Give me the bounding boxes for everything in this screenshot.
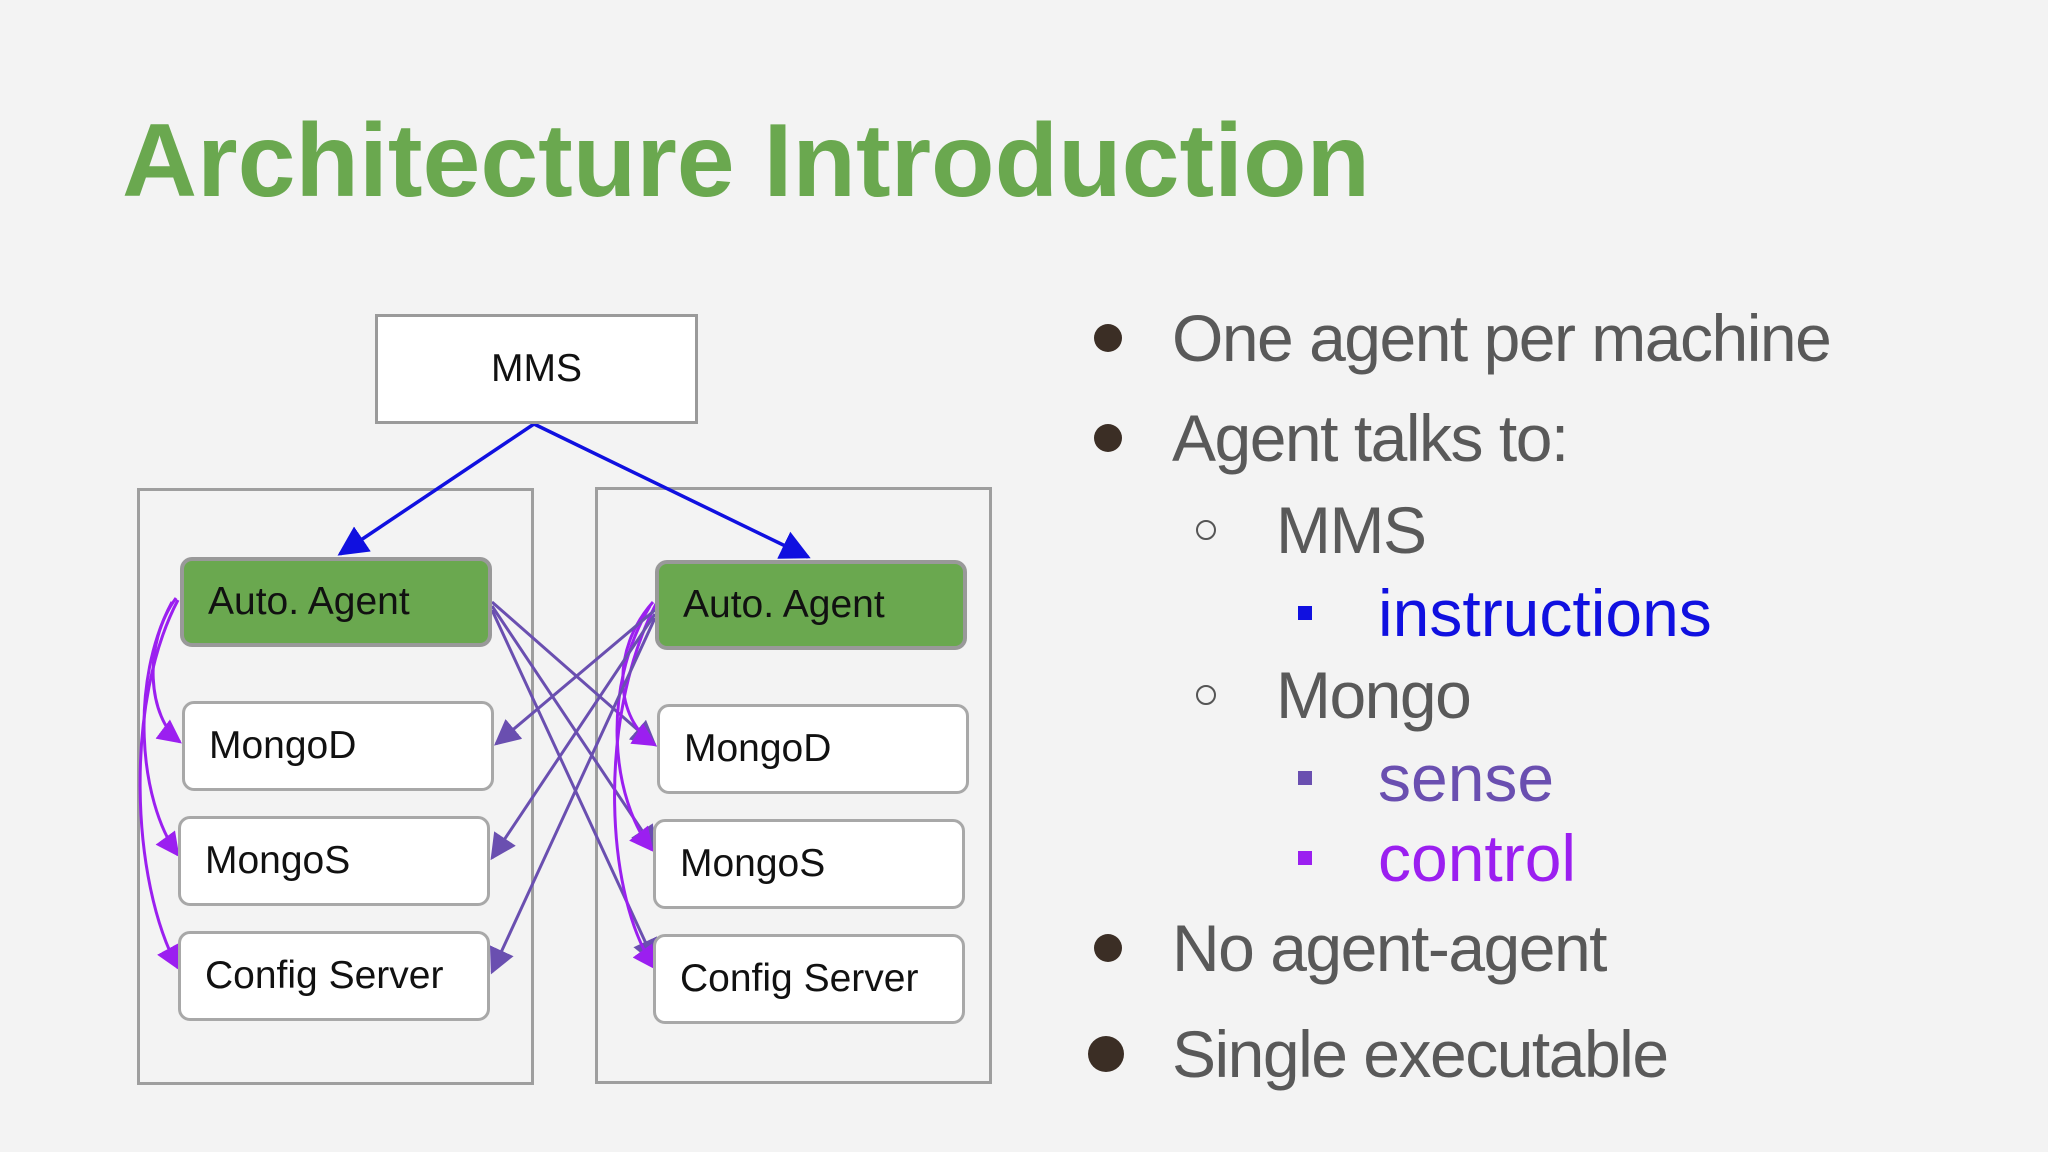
agent-node-left: Auto. Agent [180, 557, 492, 647]
bullet-circle-icon [1196, 520, 1216, 540]
bullet-item: control [1298, 820, 1576, 896]
bullet-item: One agent per machine [1094, 300, 1832, 376]
bullet-item: Agent talks to: [1094, 400, 1569, 476]
slide-title: Architecture Introduction [122, 103, 1371, 219]
bullet-item: MMS [1196, 492, 1427, 568]
bullet-text: No agent-agent [1172, 911, 1608, 985]
config-server-node-left-label: Config Server [205, 954, 444, 997]
mms-node-label: MMS [491, 347, 582, 390]
bullet-text: Single executable [1172, 1017, 1669, 1091]
bullet-text: sense [1378, 741, 1555, 815]
config-server-node-right: Config Server [653, 934, 965, 1024]
mongos-node-right: MongoS [653, 819, 965, 909]
bullet-text: One agent per machine [1172, 301, 1832, 375]
mongod-node-left: MongoD [182, 701, 494, 791]
bullet-item: No agent-agent [1094, 910, 1608, 986]
bullet-disc-icon [1088, 1036, 1124, 1072]
bullet-circle-icon [1196, 685, 1216, 705]
bullet-text: control [1378, 821, 1577, 895]
mongod-node-left-label: MongoD [209, 724, 357, 767]
mms-node: MMS [375, 314, 698, 424]
mongod-node-right: MongoD [657, 704, 969, 794]
bullet-item: instructions [1298, 575, 1712, 651]
bullet-disc-icon [1094, 934, 1122, 962]
mongos-node-left-label: MongoS [205, 839, 351, 882]
mongos-node-left: MongoS [178, 816, 490, 906]
bullet-square-icon [1298, 771, 1312, 785]
agent-node-right: Auto. Agent [655, 560, 967, 650]
config-server-node-left: Config Server [178, 931, 490, 1021]
bullet-text: Agent talks to: [1172, 401, 1569, 475]
bullet-square-icon [1298, 606, 1312, 620]
bullet-disc-icon [1094, 324, 1122, 352]
bullet-text: instructions [1378, 576, 1712, 650]
bullet-item: Mongo [1196, 657, 1472, 733]
mongod-node-right-label: MongoD [684, 727, 832, 770]
bullet-text: Mongo [1276, 658, 1472, 732]
bullet-item: Single executable [1088, 1016, 1669, 1092]
bullet-disc-icon [1094, 424, 1122, 452]
agent-node-left-label: Auto. Agent [208, 580, 410, 623]
bullet-item: sense [1298, 740, 1554, 816]
bullet-text: MMS [1276, 493, 1427, 567]
config-server-node-right-label: Config Server [680, 957, 919, 1000]
mongos-node-right-label: MongoS [680, 842, 826, 885]
bullet-square-icon [1298, 851, 1312, 865]
agent-node-right-label: Auto. Agent [683, 583, 885, 626]
